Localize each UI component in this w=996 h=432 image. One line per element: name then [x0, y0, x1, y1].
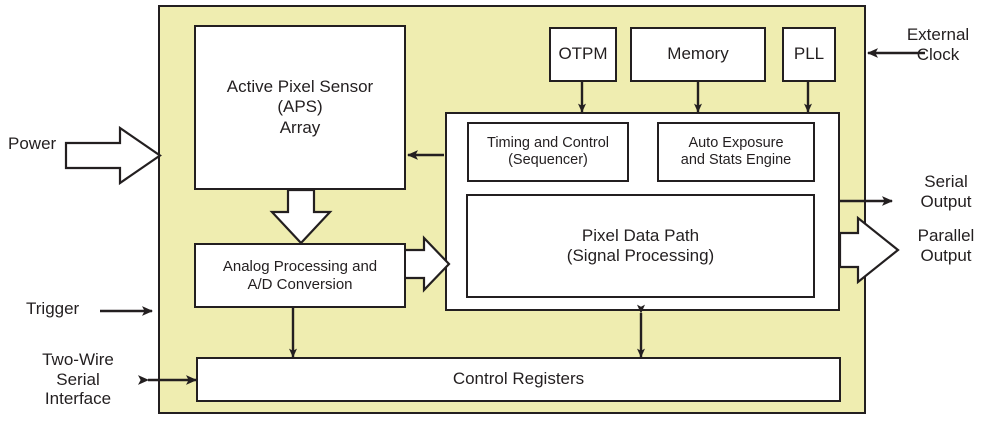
twowire-line-3: Interface — [44, 389, 112, 409]
io-label-parallel-output: Parallel Output — [896, 226, 996, 265]
pll-label: PLL — [793, 44, 825, 64]
block-analog-processing[interactable]: Analog Processing and A/D Conversion — [194, 243, 406, 308]
parallel-line-2: Output — [920, 245, 972, 265]
parallel-output-block-arrow — [838, 215, 900, 285]
twowire-line-1: Two-Wire — [42, 350, 114, 369]
analog-to-core-block-arrow — [402, 235, 451, 293]
power-text: Power — [8, 134, 57, 153]
memory-label: Memory — [667, 44, 729, 64]
timing-line-2: (Sequencer) — [508, 152, 588, 168]
aps-to-analog-block-arrow — [269, 188, 333, 245]
aps-line-2: (APS) — [277, 97, 323, 117]
block-pixel-data-path[interactable]: Pixel Data Path (Signal Processing) — [466, 194, 815, 298]
power-block-arrow — [64, 125, 162, 186]
twowire-line-2: Serial — [56, 369, 100, 389]
io-label-serial-output: Serial Output — [896, 172, 996, 211]
block-active-pixel-sensor[interactable]: Active Pixel Sensor (APS) Array — [194, 25, 406, 190]
block-timing-and-control[interactable]: Timing and Control (Sequencer) — [467, 122, 629, 182]
io-label-power: Power — [0, 134, 74, 154]
io-label-external-clock: External Clock — [880, 25, 996, 64]
aps-line-3: Array — [279, 117, 321, 137]
analog-line-2: A/D Conversion — [247, 275, 353, 293]
aps-line-1: Active Pixel Sensor — [226, 77, 374, 97]
autoexp-line-2: and Stats Engine — [680, 152, 792, 168]
ctrlregs-label: Control Registers — [452, 369, 585, 389]
parallel-line-1: Parallel — [917, 226, 975, 245]
analog-line-1: Analog Processing and — [222, 257, 378, 275]
datapath-line-1: Pixel Data Path — [581, 225, 700, 245]
serial-line-1: Serial — [924, 172, 968, 191]
serial-line-2: Output — [920, 191, 972, 211]
trigger-text: Trigger — [26, 299, 80, 318]
block-auto-exposure[interactable]: Auto Exposure and Stats Engine — [657, 122, 815, 182]
autoexp-line-1: Auto Exposure — [688, 134, 784, 151]
timing-line-1: Timing and Control — [487, 134, 609, 151]
otpm-label: OTPM — [558, 44, 608, 64]
block-control-registers[interactable]: Control Registers — [196, 357, 841, 402]
block-otpm[interactable]: OTPM — [549, 27, 617, 82]
block-pll[interactable]: PLL — [782, 27, 836, 82]
extclock-line-2: Clock — [916, 44, 960, 64]
io-label-trigger: Trigger — [0, 299, 126, 319]
extclock-line-1: External — [906, 25, 970, 44]
block-memory[interactable]: Memory — [630, 27, 766, 82]
datapath-line-2: (Signal Processing) — [566, 246, 715, 265]
io-label-two-wire-serial-interface: Two-Wire Serial Interface — [12, 350, 144, 409]
